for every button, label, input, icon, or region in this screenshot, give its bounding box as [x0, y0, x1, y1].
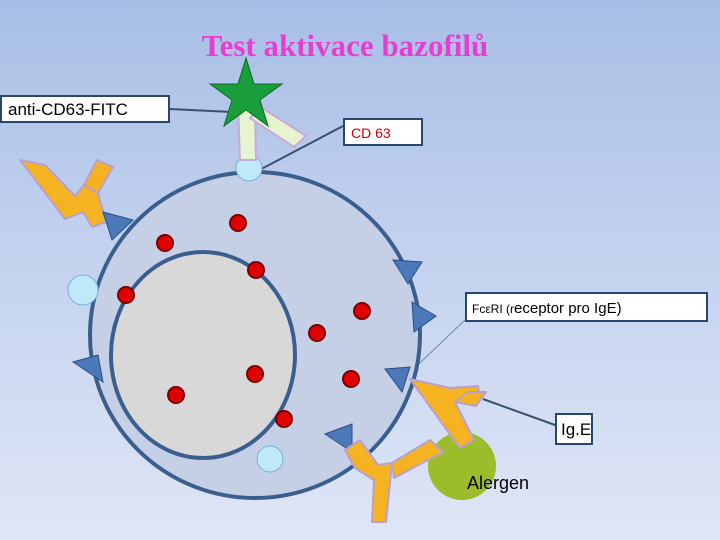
nucleus: [109, 250, 297, 460]
receptor: [323, 423, 353, 453]
granule: [247, 261, 265, 279]
ige-antibody-upper-left: [19, 159, 114, 228]
cd63-label: CD 63: [343, 118, 423, 146]
granule: [353, 302, 371, 320]
cd63-connector: [247, 125, 344, 177]
granules: [117, 214, 371, 428]
granule: [117, 286, 135, 304]
fce-receptors: [71, 211, 437, 453]
granule: [229, 214, 247, 232]
receptor: [384, 366, 411, 394]
ige-antibody-right: [409, 378, 487, 449]
page-title: Test aktivace bazofilů: [201, 28, 489, 63]
receptor: [71, 354, 104, 384]
allergen-shape: [428, 432, 496, 500]
fce-receptor-label-suffix: eceptor pro IgE): [514, 300, 622, 317]
receptor: [102, 211, 134, 241]
ige-connector: [482, 398, 556, 426]
ige-antibody-bottom: [344, 439, 444, 523]
ige-label: Ig.E: [555, 413, 593, 445]
cd63-vesicle: [67, 274, 99, 306]
granule: [156, 234, 174, 252]
anti-cd63-fitc-label: anti-CD63-FITC: [0, 95, 170, 123]
granule: [167, 386, 185, 404]
receptor: [411, 301, 437, 333]
granule: [342, 370, 360, 388]
granule: [246, 365, 264, 383]
anti-cd63-connector: [169, 108, 233, 113]
receptor: [392, 259, 423, 285]
granule: [308, 324, 326, 342]
cd63-vesicle: [256, 445, 284, 473]
granule: [275, 410, 293, 428]
cd63-vesicles: [67, 154, 284, 473]
alergen-label: Alergen: [467, 473, 530, 493]
fce-receptor-label-prefix: FcεRI (r: [472, 302, 515, 316]
fitc-star-icon: [208, 56, 284, 128]
fce-receptor-label: FcεRI (receptor pro IgE): [465, 292, 708, 322]
